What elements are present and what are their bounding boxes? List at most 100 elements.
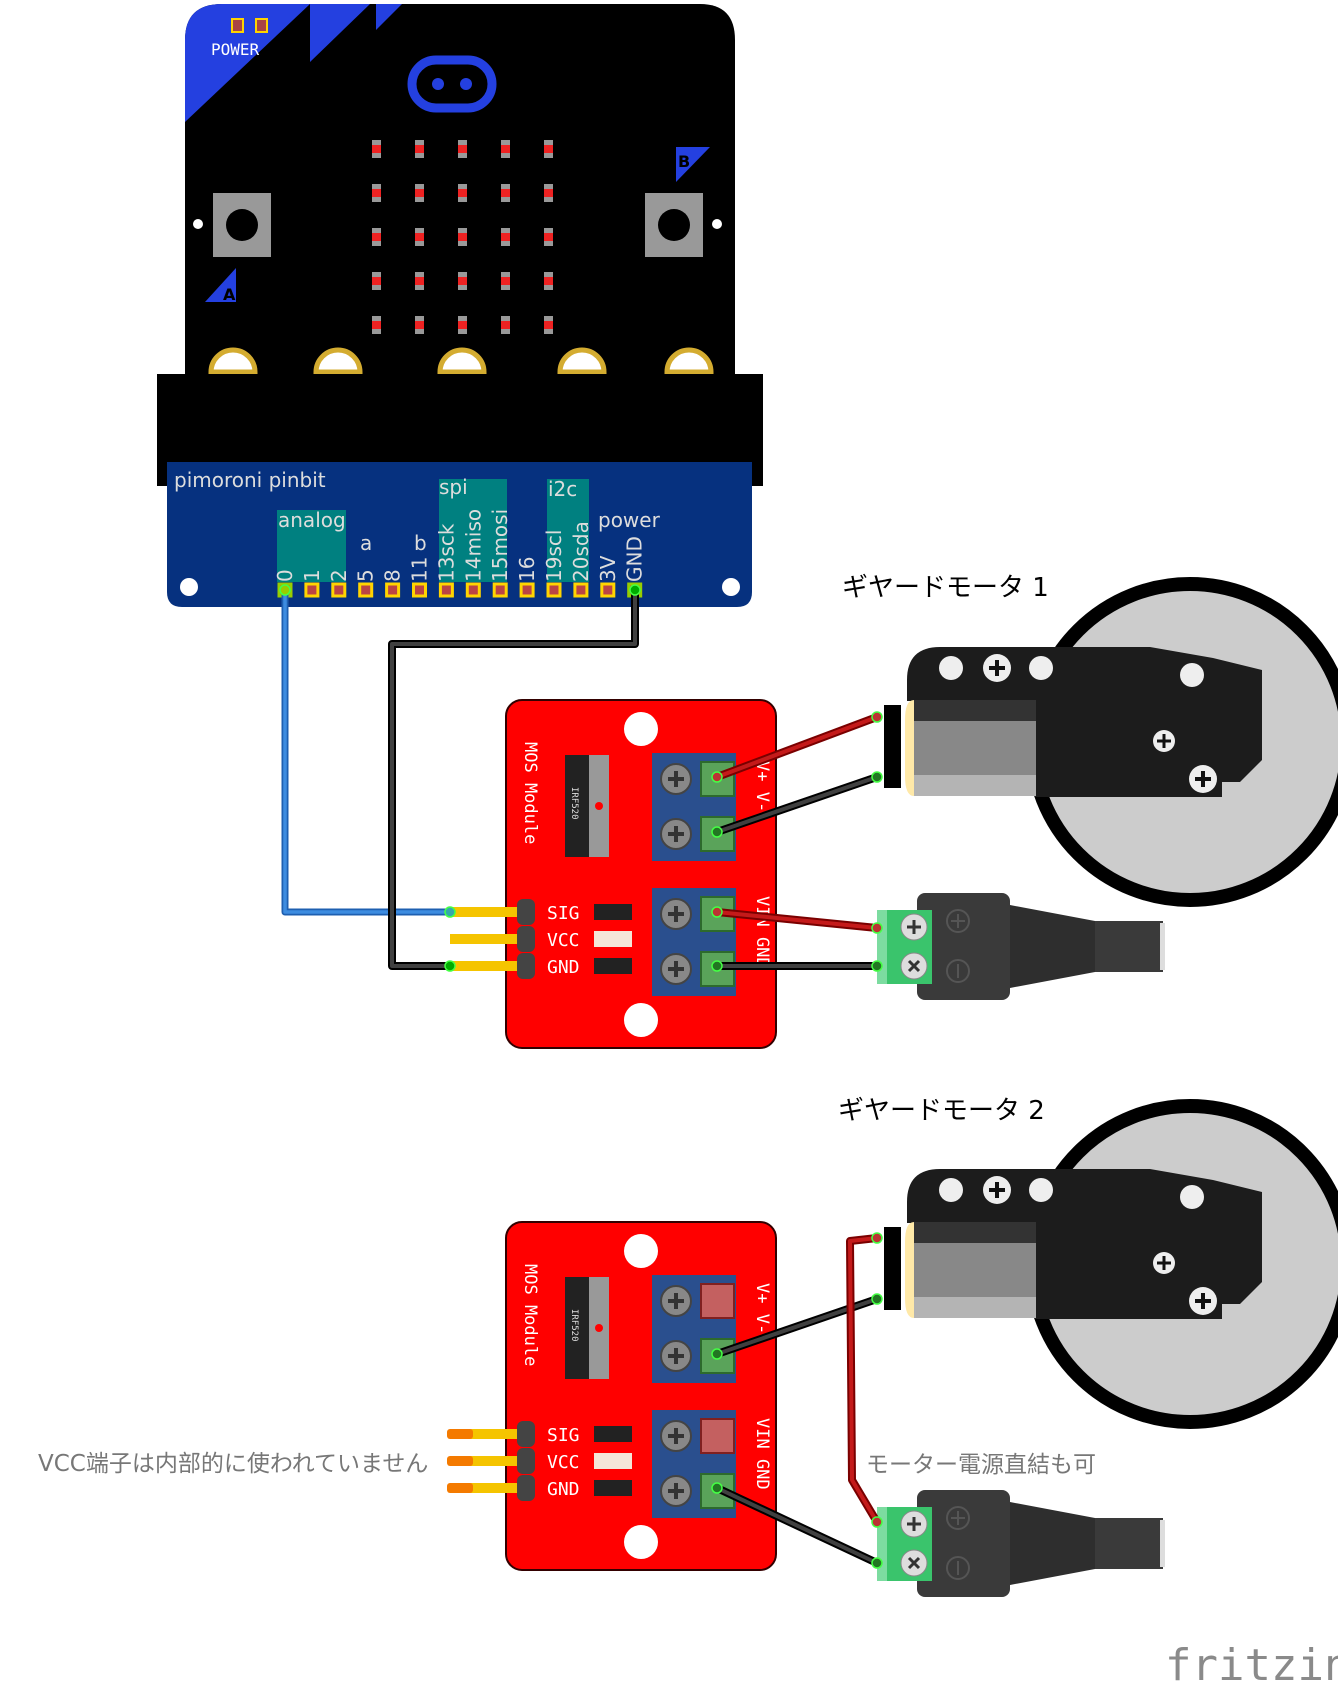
plus-icon bbox=[946, 909, 970, 933]
wire-endpoint[interactable] bbox=[444, 960, 456, 972]
mount-hole bbox=[712, 219, 722, 229]
wire-endpoint[interactable] bbox=[871, 1557, 883, 1569]
led-light bbox=[415, 321, 424, 329]
pin-pad[interactable] bbox=[385, 582, 401, 598]
header-pin[interactable] bbox=[450, 907, 526, 917]
pin-pad[interactable] bbox=[492, 582, 508, 598]
header-socket bbox=[517, 1475, 535, 1501]
wire-direct-power[interactable] bbox=[846, 1234, 881, 1526]
wire-endpoint[interactable] bbox=[871, 1293, 883, 1305]
header-pin[interactable] bbox=[450, 1483, 526, 1493]
screw-cross bbox=[668, 961, 684, 977]
direct-power-note: モーター電源直結も可 bbox=[866, 1452, 1096, 1478]
led-light bbox=[544, 233, 553, 241]
motor-terminal-plate bbox=[884, 705, 901, 788]
screw-cross bbox=[668, 1483, 684, 1499]
screw-cross bbox=[907, 959, 921, 973]
pin-pad[interactable] bbox=[519, 582, 535, 598]
header-pin[interactable] bbox=[450, 1456, 526, 1466]
jack-sleeve bbox=[1010, 1502, 1095, 1585]
wire-endpoint[interactable] bbox=[444, 906, 456, 918]
jack-body bbox=[917, 893, 1010, 1000]
mount-hole bbox=[722, 578, 740, 596]
wire-endpoint[interactable] bbox=[629, 584, 641, 596]
wire-endpoint[interactable] bbox=[711, 1482, 723, 1494]
jack-terminal-edge bbox=[877, 1507, 887, 1581]
wire-endpoint[interactable] bbox=[871, 771, 883, 783]
header-pin[interactable] bbox=[450, 1429, 526, 1439]
minus-icon bbox=[946, 959, 970, 983]
power-led bbox=[231, 18, 244, 33]
pin-pad[interactable] bbox=[412, 582, 427, 598]
header-socket bbox=[517, 926, 535, 952]
led-light bbox=[501, 277, 510, 285]
blue-triangle-small bbox=[376, 4, 402, 30]
wire-endpoint[interactable] bbox=[871, 960, 883, 972]
screw-cross bbox=[1195, 1293, 1211, 1309]
pinbit-title: pimoroni pinbit bbox=[174, 468, 326, 492]
pin-pad[interactable] bbox=[331, 582, 347, 598]
wire-endpoint[interactable] bbox=[711, 771, 723, 783]
vcc-note: VCC端子は内部的に使われていません bbox=[38, 1451, 428, 1477]
pin-pad[interactable] bbox=[438, 582, 454, 598]
unconnected-pin-tip bbox=[447, 1456, 473, 1466]
gearbox bbox=[907, 1169, 1262, 1319]
spi-group-bg bbox=[439, 479, 507, 582]
screw-cross bbox=[668, 1348, 684, 1364]
pin-pad[interactable] bbox=[465, 582, 481, 598]
wire-highlight bbox=[715, 1486, 879, 1565]
terminal-label: VIN GND bbox=[752, 1418, 772, 1490]
pin-label: 16 bbox=[515, 557, 539, 582]
module-title: MOS Module bbox=[520, 742, 540, 844]
pin-pad[interactable] bbox=[546, 582, 562, 598]
mount-hole bbox=[180, 578, 198, 596]
wire-endpoint[interactable] bbox=[711, 960, 723, 972]
module-title: MOS Module bbox=[520, 1264, 540, 1366]
wire-ground-highlight bbox=[390, 590, 637, 968]
button-a-cap[interactable] bbox=[226, 209, 258, 241]
pin-pad[interactable] bbox=[304, 582, 320, 598]
pin-label: 13sck bbox=[434, 523, 458, 582]
terminal-label: VIN GND bbox=[752, 896, 772, 968]
motor-endcap bbox=[905, 1222, 914, 1318]
wire-endpoint[interactable] bbox=[871, 1232, 883, 1244]
fritzing-watermark: fritzing bbox=[1165, 1640, 1338, 1691]
jack-tip bbox=[1160, 923, 1165, 970]
wire-endpoint[interactable] bbox=[711, 1348, 723, 1360]
unconnected-pin-tip bbox=[447, 1429, 473, 1439]
mount-hole bbox=[624, 1525, 658, 1559]
i2c-label: i2c bbox=[548, 477, 577, 501]
wire-endpoint[interactable] bbox=[279, 584, 291, 596]
pin-label: 0 bbox=[273, 569, 297, 582]
wire-endpoint[interactable] bbox=[871, 1516, 883, 1528]
wire-endpoint[interactable] bbox=[711, 906, 723, 918]
header-socket bbox=[517, 1421, 535, 1447]
motor-can-light bbox=[914, 775, 1036, 796]
smd-part bbox=[594, 904, 632, 920]
led-light bbox=[458, 321, 467, 329]
terminal-clamp[interactable] bbox=[700, 1418, 735, 1454]
pin-pad[interactable] bbox=[358, 582, 374, 598]
wire-endpoint[interactable] bbox=[871, 922, 883, 934]
led-light bbox=[501, 233, 510, 241]
mount-hole bbox=[624, 1234, 658, 1268]
transistor-hole bbox=[595, 802, 603, 810]
terminal-clamp[interactable] bbox=[700, 1283, 735, 1319]
jack-sleeve bbox=[1010, 905, 1095, 988]
gear-motor-2 bbox=[884, 1099, 1338, 1429]
unconnected-pin-tip bbox=[447, 1483, 473, 1493]
jack-terminal-edge bbox=[877, 910, 887, 984]
wire-endpoint[interactable] bbox=[711, 826, 723, 838]
button-b-cap[interactable] bbox=[658, 209, 690, 241]
mount-hole bbox=[193, 219, 203, 229]
screw-cross bbox=[989, 1182, 1005, 1198]
power-label: POWER bbox=[211, 40, 260, 59]
pin-pad[interactable] bbox=[600, 582, 616, 598]
header-pin[interactable] bbox=[450, 961, 526, 971]
header-pin[interactable] bbox=[450, 934, 526, 944]
wire-signal[interactable] bbox=[281, 590, 450, 916]
wire-endpoint[interactable] bbox=[871, 711, 883, 723]
led-light bbox=[501, 189, 510, 197]
pin-pad[interactable] bbox=[573, 582, 589, 598]
wire-signal-highlight bbox=[283, 590, 450, 914]
